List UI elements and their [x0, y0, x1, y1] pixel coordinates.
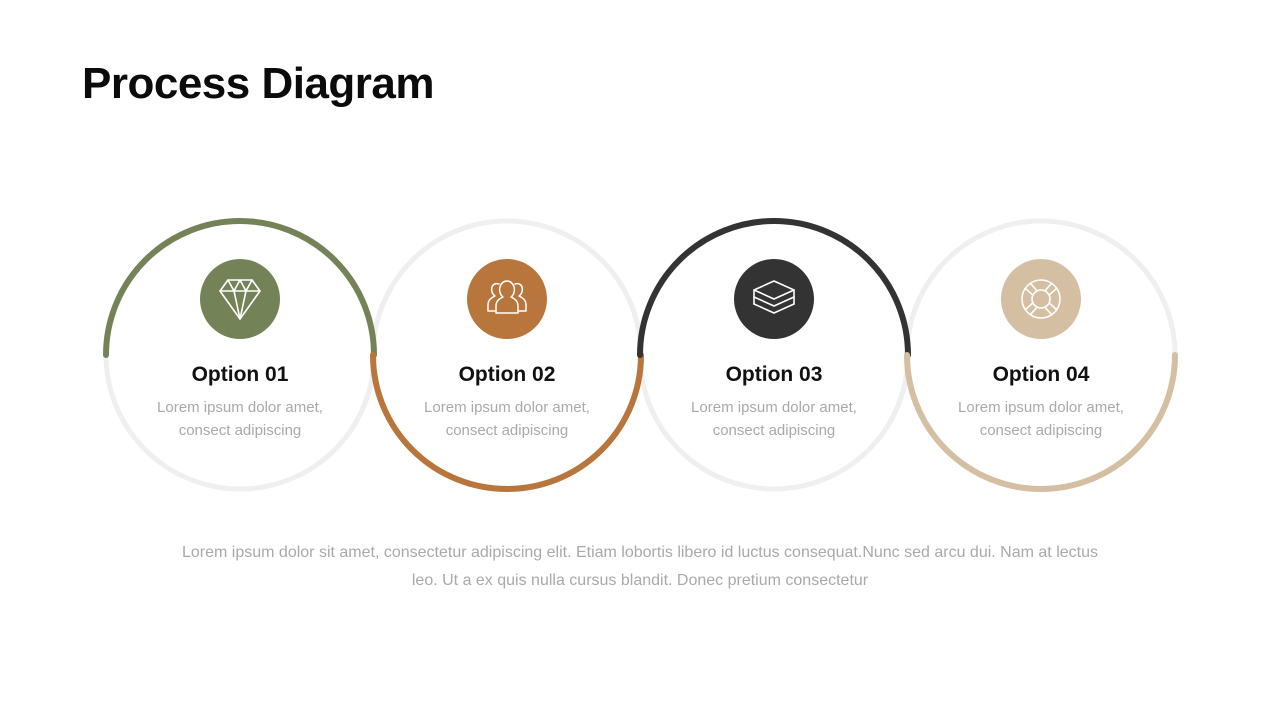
step-3: Option 03 Lorem ipsum dolor amet, consect…: [654, 362, 894, 442]
step-title: Option 04: [992, 363, 1090, 386]
step-description: Lorem ipsum dolor amet, consect adipisci…: [424, 399, 590, 439]
users-icon: [467, 259, 547, 339]
step-arc-2: [370, 352, 644, 492]
lifebuoy-icon: [1001, 259, 1081, 339]
step-arc-4: [904, 352, 1178, 492]
footer-description: Lorem ipsum dolor sit amet, consectetur …: [182, 544, 1098, 589]
step-title: Option 03: [725, 363, 823, 386]
step-title: Option 02: [458, 363, 556, 386]
layers-icon: [734, 259, 814, 339]
page-title: Process Diagram: [82, 59, 435, 108]
diamond-icon: [200, 259, 280, 339]
step-description: Lorem ipsum dolor amet, consect adipisci…: [157, 399, 323, 439]
step-title: Option 01: [191, 363, 289, 386]
step-1: Option 01 Lorem ipsum dolor amet, consect…: [120, 362, 360, 442]
step-description: Lorem ipsum dolor amet, consect adipisci…: [691, 399, 857, 439]
step-description: Lorem ipsum dolor amet, consect adipisci…: [958, 399, 1124, 439]
step-arc-3: [637, 218, 911, 358]
step-2: Option 02 Lorem ipsum dolor amet, consect…: [387, 362, 627, 442]
step-4: Option 04 Lorem ipsum dolor amet, consect…: [921, 362, 1161, 442]
step-arc-1: [103, 218, 377, 358]
